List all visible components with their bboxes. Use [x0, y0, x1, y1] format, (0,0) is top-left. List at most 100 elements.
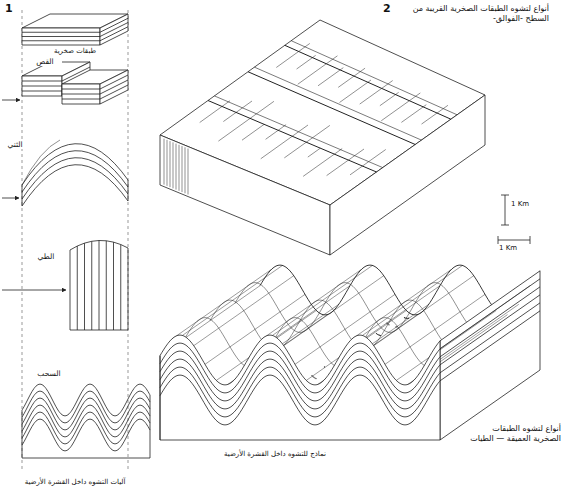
- fault-line: [285, 45, 451, 119]
- rock-layer: [160, 351, 440, 401]
- fold-surface: [185, 318, 465, 368]
- hatch-line: [176, 144, 177, 190]
- crack-line: [223, 101, 252, 122]
- rock-layer: [22, 27, 128, 41]
- rock-layer: [160, 359, 440, 409]
- fold-mesh: [396, 310, 496, 380]
- rock-layer: [160, 367, 440, 417]
- vertical-layer: [91, 241, 92, 330]
- fold-mesh: [171, 270, 271, 340]
- hatch-line: [170, 141, 171, 187]
- crack-line: [218, 101, 274, 141]
- crack-line: [298, 56, 338, 84]
- vertical-layer: [106, 241, 107, 330]
- fold-mesh: [363, 265, 463, 335]
- stipple-dot: [407, 318, 408, 319]
- stipple-dot: [380, 335, 381, 336]
- stipple-dot: [404, 317, 405, 318]
- stipple-dot: [386, 323, 387, 324]
- stipple-dot: [406, 318, 407, 319]
- force-arrow: [2, 198, 19, 199]
- crack-line: [266, 125, 287, 140]
- force-arrow: [2, 100, 20, 101]
- vertical-layer: [70, 250, 71, 330]
- stipple-dot: [312, 376, 313, 377]
- crack-line: [308, 148, 321, 157]
- stipple-dot: [396, 326, 397, 327]
- block-edge: [22, 395, 150, 458]
- fold-mesh: [273, 265, 373, 335]
- force-arrow: [2, 290, 66, 291]
- hatch-line: [167, 140, 168, 186]
- vertical-layer: [120, 245, 121, 330]
- vertical-layer: [99, 241, 100, 331]
- rock-layer: [62, 85, 128, 99]
- stage-label: السحب: [24, 369, 74, 378]
- stipple-dot: [314, 377, 315, 378]
- fault-line: [214, 96, 382, 168]
- fold-arc: [22, 165, 128, 206]
- drawing-group: [2, 10, 540, 472]
- fold-block-front: [160, 335, 440, 440]
- scale-label: 1 Km: [498, 244, 538, 252]
- block-edge: [128, 180, 129, 201]
- hatch-line: [179, 145, 180, 191]
- vertical-layer: [77, 246, 78, 330]
- section-label: أنواع لتشوه الطبقات الصخرية العميقة — ال…: [466, 424, 562, 443]
- rock-layer: [440, 311, 540, 381]
- scale-bar: [505, 195, 506, 225]
- figure-caption: نماذج للتشوه داخل القشرة الأرضية: [200, 450, 350, 458]
- stipple-dot: [405, 317, 406, 318]
- fault-line: [291, 41, 457, 115]
- stage-label: الثني: [0, 140, 30, 149]
- section-label: أنواع لتشوه الطبقات الصخرية القريبة من ا…: [400, 4, 550, 23]
- crack-line: [200, 101, 230, 123]
- block-edge: [160, 356, 161, 440]
- fault-line: [254, 67, 421, 140]
- scale-bar: [498, 236, 499, 244]
- scale-bar: [501, 225, 509, 226]
- fold-mesh: [261, 270, 361, 340]
- panel-number: 1: [4, 2, 20, 15]
- rock-layer: [440, 303, 540, 373]
- rock-layer: [440, 295, 540, 365]
- stipple-dot: [387, 323, 388, 324]
- fold-arc: [22, 158, 128, 199]
- fold-mesh: [430, 286, 530, 356]
- stage-label: القص: [28, 57, 62, 66]
- stage-label: الطي: [28, 252, 64, 261]
- fold-mesh: [183, 265, 283, 335]
- stipple-dot: [313, 377, 314, 378]
- crack-line: [261, 125, 308, 159]
- scale-label: 1 Km: [510, 200, 550, 208]
- hatch-line: [185, 147, 186, 193]
- stipple-dot: [311, 375, 312, 376]
- crack-line: [297, 55, 316, 69]
- fault-line: [248, 72, 415, 145]
- fold-mesh: [194, 276, 294, 346]
- crack-line: [381, 93, 420, 121]
- crack-line: [242, 124, 264, 140]
- stipple-dot: [395, 326, 396, 327]
- fault-block-front: [160, 135, 330, 255]
- crack-line: [360, 81, 393, 105]
- fold-mesh: [284, 276, 384, 346]
- fold-mesh: [351, 270, 451, 340]
- crack-line: [318, 68, 343, 86]
- stipple-dot: [408, 318, 409, 319]
- fault-line: [208, 101, 377, 173]
- panel-number: 2: [382, 2, 398, 15]
- scale-bar: [530, 236, 531, 244]
- crack-line: [276, 43, 310, 67]
- vertical-layer: [84, 243, 85, 330]
- stipple-dot: [377, 334, 378, 335]
- stipple-dot: [388, 324, 389, 325]
- stipple-dot: [315, 378, 316, 379]
- figure-caption: آليات التشوه داخل القشرة الأرضية: [2, 478, 148, 486]
- rock-layer: [440, 287, 540, 357]
- fault-block-side: [330, 95, 485, 255]
- vertical-layer: [128, 248, 129, 330]
